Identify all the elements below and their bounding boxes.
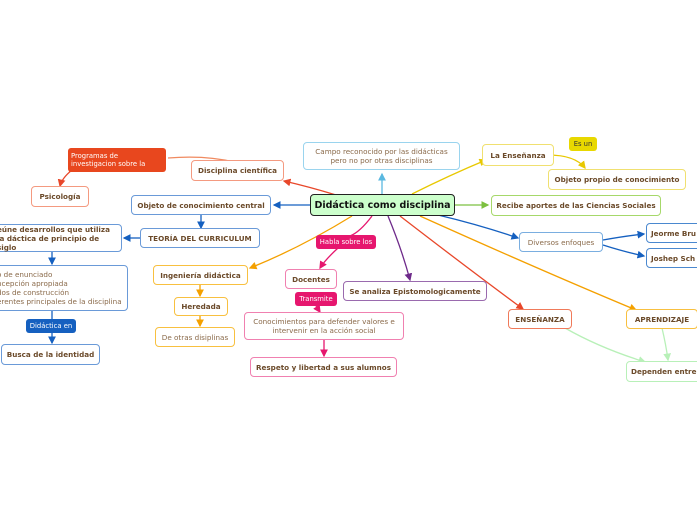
node-busca-identidad[interactable]: Busca de la identidad	[1, 344, 100, 365]
edge-disciplina	[282, 178, 337, 196]
node-joshep[interactable]: Joshep Sch	[646, 248, 697, 268]
node-respeto-libertad[interactable]: Respeto y libertad a sus alumnos	[250, 357, 397, 377]
edge-epistemologica	[387, 215, 413, 282]
edge-habla	[349, 215, 373, 237]
label-habla-sobre: Habla sobre los	[316, 235, 376, 249]
edge-dependen-1	[564, 327, 647, 364]
node-campo-reconocido[interactable]: Campo reconocido por las didácticas pero…	[303, 142, 460, 170]
node-ingenieria-didactica[interactable]: Ingeniería didáctica	[153, 265, 248, 285]
node-heredada[interactable]: Heredada	[174, 297, 228, 316]
node-otras-disiplinas[interactable]: De otras disiplinas	[155, 327, 235, 347]
node-diversos-enfoques[interactable]: Diversos enfoques	[519, 232, 603, 252]
label-programas: Programas de investigacion sobre la	[68, 148, 166, 172]
edge-ensenanza	[399, 215, 525, 310]
edge-joshep	[602, 244, 646, 259]
label-es-un: Es un	[569, 137, 597, 151]
edge-transmite	[313, 304, 321, 314]
node-conocimientos[interactable]: Conocimientos para defender valores e in…	[244, 312, 404, 340]
edge-jeorme	[602, 230, 646, 241]
node-objeto-central[interactable]: Objeto de conocimiento central	[131, 195, 271, 215]
node-aprendizaje[interactable]: APRENDIZAJE	[626, 309, 697, 329]
node-jeorme[interactable]: Jeorme Bru	[646, 223, 697, 243]
node-teoria-curriculum[interactable]: TEORÍA DEL CURRICULUM	[140, 228, 260, 248]
node-la-ensenanza[interactable]: La Enseñanza	[482, 144, 554, 166]
label-transmite: Transmite	[295, 292, 337, 306]
edge-ingenieria	[248, 215, 353, 270]
node-docentes[interactable]: Docentes	[285, 269, 337, 289]
node-recibe-aportes[interactable]: Recibe aportes de las Ciencias Sociales	[491, 195, 661, 216]
node-disciplina-cientifica[interactable]: Disciplina científica	[191, 160, 284, 181]
node-enunciado[interactable]: o de enunciado ncepción apropiada dos de…	[0, 265, 128, 311]
node-dependen-entre[interactable]: Dependen entre	[626, 361, 697, 382]
node-objeto-propio[interactable]: Objeto propio de conocimiento	[548, 169, 686, 190]
edge-dependen-2	[661, 327, 672, 362]
edge-diversos	[437, 214, 520, 240]
central-topic[interactable]: Didáctica como disciplina	[310, 194, 455, 216]
label-didactica-en: Didáctica en	[26, 319, 76, 333]
node-epistemologica[interactable]: Se analiza Epistomologicamente	[343, 281, 487, 301]
node-reune-desarrollos[interactable]: eúne desarrollos que utiliza la dáctica …	[0, 224, 122, 252]
node-ensenanza[interactable]: ENSEÑANZA	[508, 309, 572, 329]
node-psicologia[interactable]: Psicología	[31, 186, 89, 207]
edge-aprendizaje	[419, 215, 638, 312]
edge-docentes	[319, 247, 339, 270]
edge-ensenanza-top	[411, 158, 488, 195]
edge-psicologia	[57, 169, 73, 188]
